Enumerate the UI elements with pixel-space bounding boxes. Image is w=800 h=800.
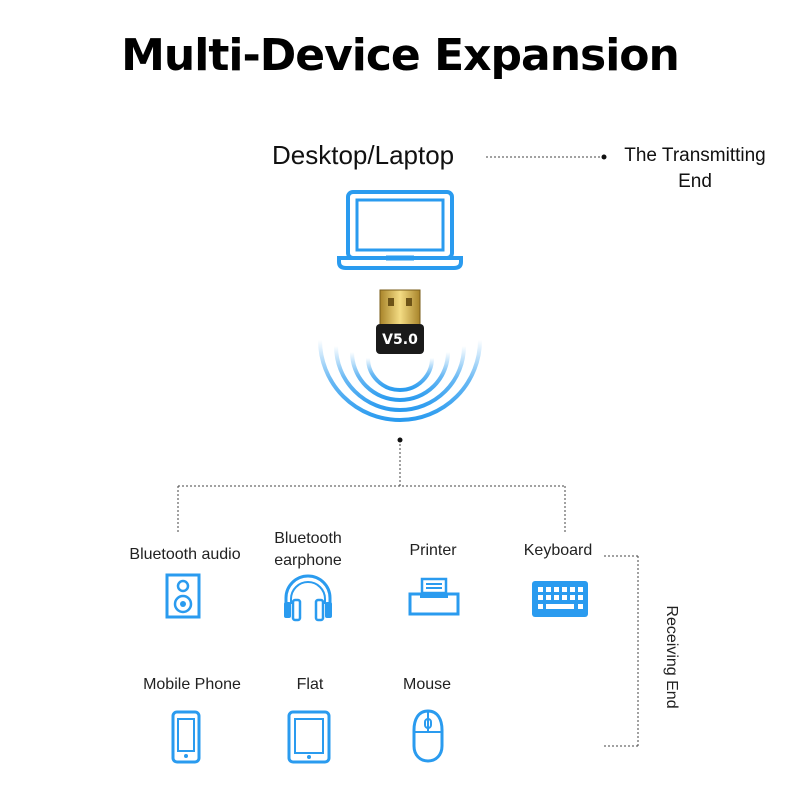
keyboard-icon [532,581,588,617]
transmitting-end-label: The Transmitting End [624,145,766,192]
speaker-icon [165,573,201,619]
page-title: Multi-Device Expansion [121,30,680,81]
laptop-icon [337,190,463,270]
mobile-phone-icon [171,710,201,764]
device-label-bluetooth-audio: Bluetooth audio [129,546,241,563]
adapter-version-label: V5.0 [382,332,418,348]
tablet-icon [287,710,331,764]
source-label: Desktop/Laptop [272,140,455,170]
receiving-end-label: Receiving End [663,605,680,709]
device-label-keyboard: Keyboard [523,542,593,559]
device-label-printer: Printer [409,542,457,559]
mouse-icon [412,709,444,763]
bluetooth-adapter-icon [376,289,424,354]
device-label-mouse: Mouse [402,676,452,693]
device-label-bluetooth-earphone: Bluetooth earphone [274,530,342,569]
device-label-mobile-phone: Mobile Phone [143,676,241,693]
headphones-icon [284,574,332,622]
device-label-flat: Flat [296,676,324,693]
printer-icon [408,577,460,616]
wireless-signal-icon [318,338,482,422]
